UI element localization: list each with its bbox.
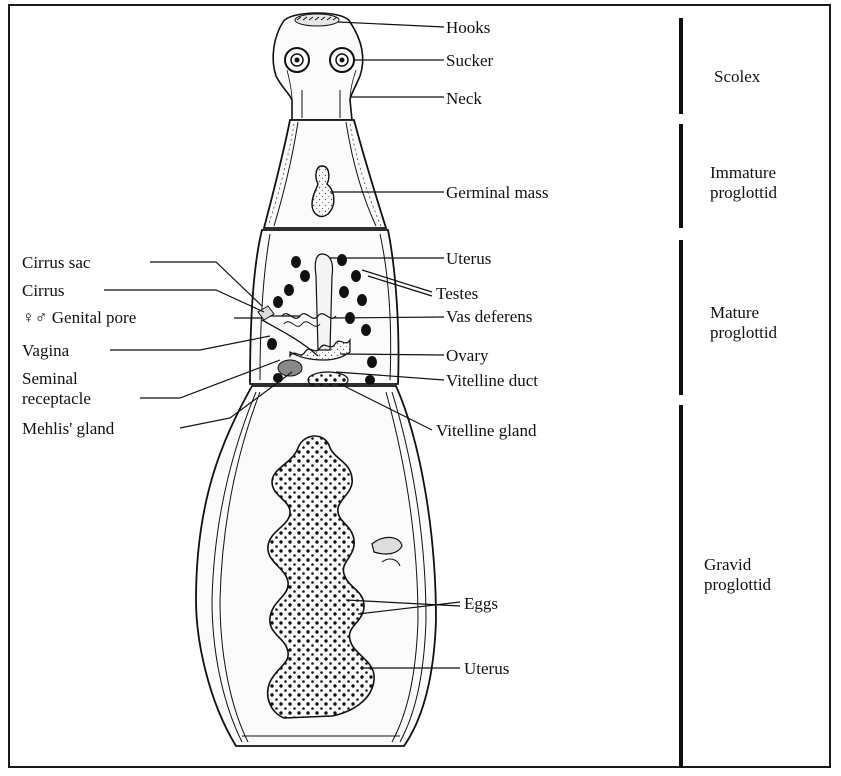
hooks-shape [295, 14, 339, 26]
section-gravid-line2: proglottid [704, 575, 772, 594]
section-gravid-line1: Gravid [704, 555, 752, 574]
section-labels: Scolex Immature proglottid Mature proglo… [704, 67, 778, 594]
label-vitelline-duct: Vitelline duct [446, 371, 538, 390]
label-testes: Testes [436, 284, 478, 303]
label-seminal-receptacle-1: Seminal [22, 369, 78, 388]
label-uterus-mature: Uterus [446, 249, 491, 268]
label-cirrus: Cirrus [22, 281, 65, 300]
section-mature-line1: Mature [710, 303, 759, 322]
label-vitelline-gland: Vitelline gland [436, 421, 537, 440]
label-seminal-receptacle-2: receptacle [22, 389, 91, 408]
label-germinal-mass: Germinal mass [446, 183, 548, 202]
label-ovary: Ovary [446, 346, 489, 365]
gravid-proglottid [196, 386, 436, 746]
label-cirrus-sac: Cirrus sac [22, 253, 91, 272]
section-immature-line1: Immature [710, 163, 776, 182]
section-mature-line2: proglottid [710, 323, 778, 342]
immature-proglottid [264, 120, 386, 228]
label-eggs: Eggs [464, 594, 498, 613]
label-uterus-gravid: Uterus [464, 659, 509, 678]
label-genital-pore: ♀♂ Genital pore [22, 308, 136, 327]
label-mehlis-gland: Mehlis' gland [22, 419, 115, 438]
label-neck: Neck [446, 89, 482, 108]
label-sucker: Sucker [446, 51, 494, 70]
label-vas-deferens: Vas deferens [446, 307, 532, 326]
label-hooks: Hooks [446, 18, 490, 37]
section-scolex: Scolex [714, 67, 761, 86]
label-vagina: Vagina [22, 341, 70, 360]
section-immature-line2: proglottid [710, 183, 778, 202]
